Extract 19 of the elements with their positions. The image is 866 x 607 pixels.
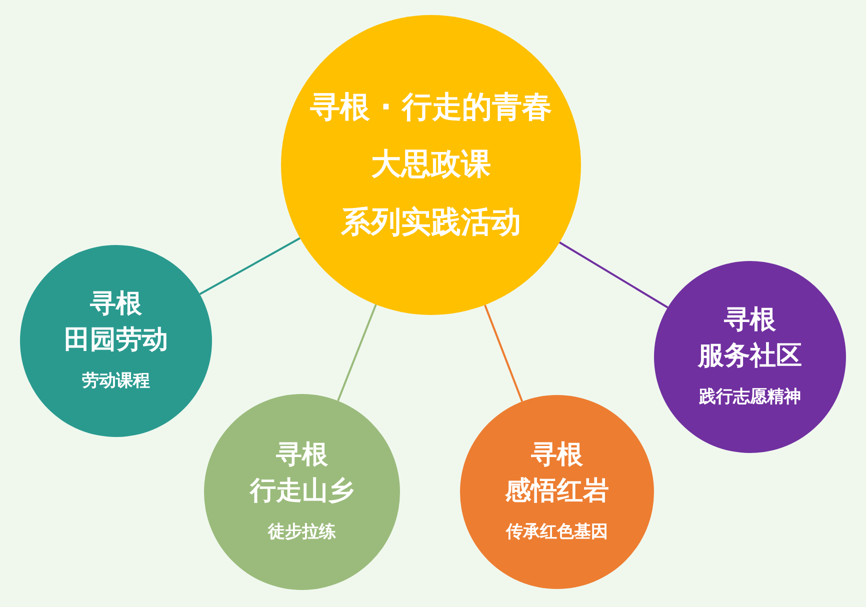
- heading-text: 田园劳动: [64, 324, 168, 357]
- heading-text: 寻根: [724, 304, 776, 336]
- subtitle-text: 传承红色基因: [506, 520, 608, 544]
- connector-line: [484, 304, 524, 402]
- title-text: 寻根 · 行走的青春: [310, 88, 552, 126]
- title-text: 大思政课: [371, 146, 491, 184]
- heading-text: 寻根: [276, 438, 328, 472]
- title-text: 系列实践活动: [341, 204, 521, 242]
- heading-text: 寻根: [90, 288, 142, 320]
- heading-text: 寻根: [531, 438, 583, 472]
- heading-text: 服务社区: [698, 340, 802, 373]
- subtitle-text: 劳动课程: [82, 370, 150, 393]
- connector-line: [337, 304, 377, 402]
- subtitle-text: 践行志愿精神: [699, 386, 801, 409]
- connector-line: [199, 237, 301, 296]
- heading-text: 行走山乡: [250, 475, 354, 508]
- subtitle-text: 徒步拉练: [268, 520, 336, 544]
- connector-line: [559, 242, 668, 308]
- heading-text: 感悟红岩: [505, 475, 609, 508]
